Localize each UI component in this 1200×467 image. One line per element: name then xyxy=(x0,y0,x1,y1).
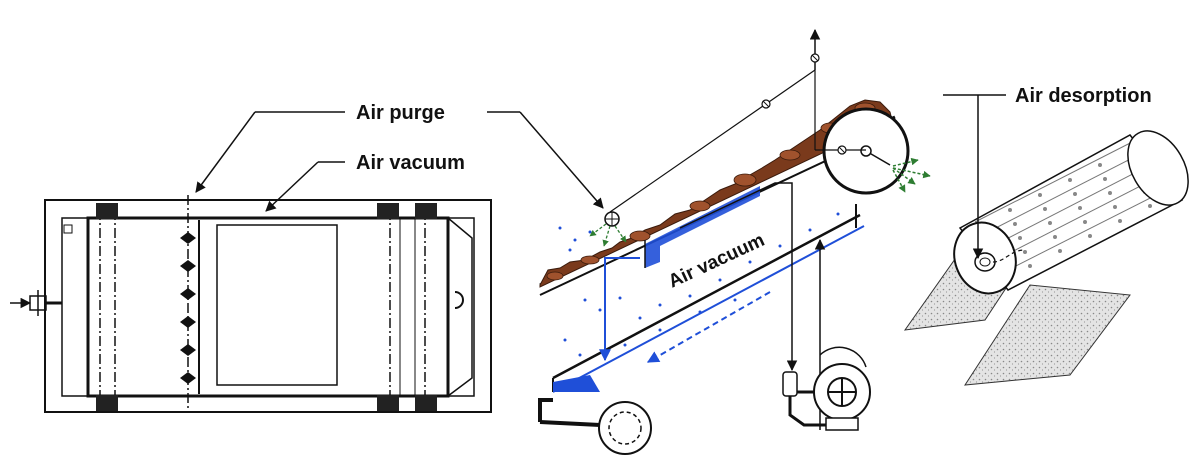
valve-icon xyxy=(810,53,820,63)
cake-right xyxy=(964,284,1131,386)
outer-frame xyxy=(44,199,492,413)
blower-icon xyxy=(782,346,871,431)
roller-icon xyxy=(822,107,931,195)
air-desorption-label: Air desorption xyxy=(1015,85,1152,107)
valve-icon xyxy=(761,99,771,109)
purge-nozzle-icon xyxy=(604,211,620,227)
purge-piping xyxy=(589,28,866,430)
air-desorption-callout: Air desorption xyxy=(943,85,1152,260)
valve-icon xyxy=(837,145,847,155)
air-purge-callout: Air purge xyxy=(195,102,604,209)
air-desorption-drum xyxy=(903,130,1189,386)
belt-area xyxy=(86,216,450,398)
sludge-layer xyxy=(539,99,893,288)
air-vacuum-callout: Air vacuum xyxy=(265,152,465,212)
air-vacuum-belt-label: Air vacuum xyxy=(665,230,768,293)
air-vacuum-label: Air vacuum xyxy=(356,152,465,174)
belt-filter-top-view xyxy=(10,195,492,413)
pump-icon xyxy=(598,401,652,455)
air-purge-label: Air purge xyxy=(356,102,445,124)
vacuum-box-window xyxy=(216,224,338,386)
inner-frame xyxy=(61,217,475,397)
